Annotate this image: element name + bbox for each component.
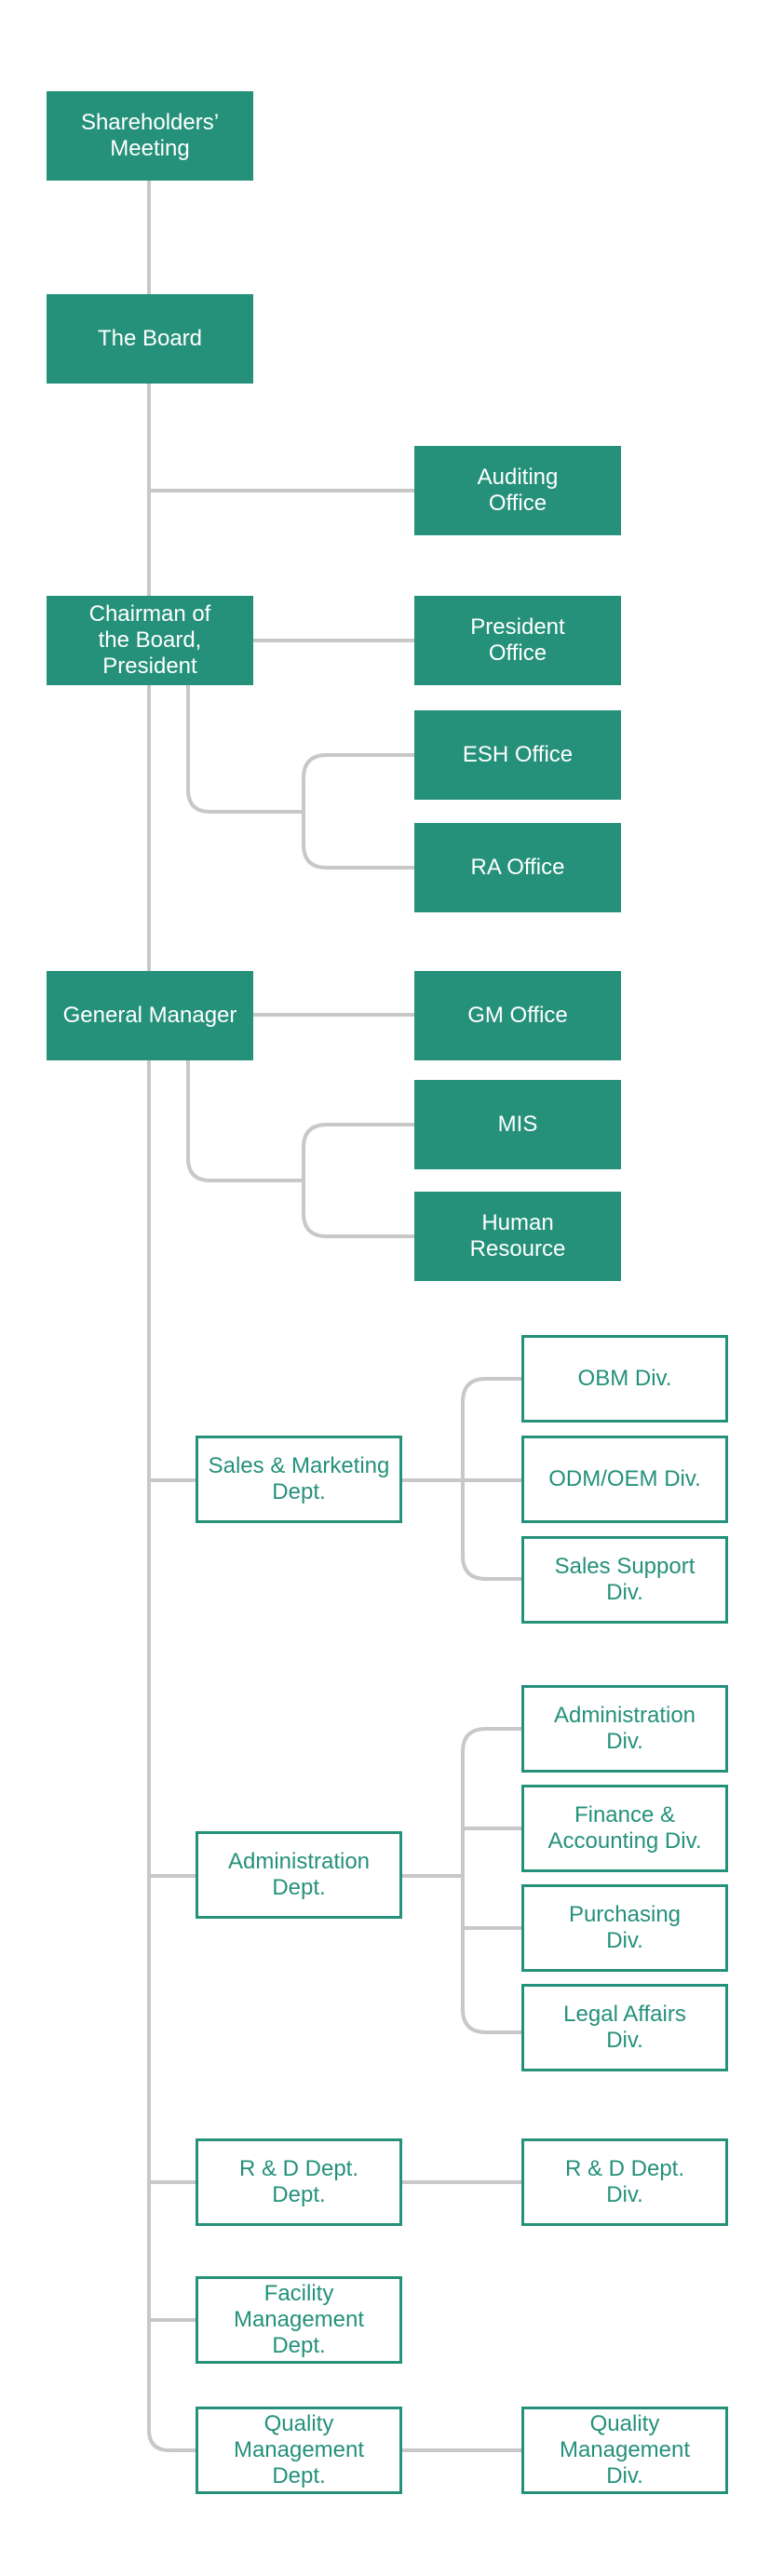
administration-dept-box: Administration Dept. [196, 1831, 402, 1919]
mis-hr-bracket [302, 1123, 416, 1238]
main-spine-line [147, 180, 197, 2452]
gm-sub-connector [186, 1058, 305, 1182]
esh-office-box: ESH Office [414, 710, 621, 800]
sales-support-div-box: Sales Support Div. [521, 1536, 728, 1624]
mis-box: MIS [414, 1080, 621, 1169]
finance-accounting-div-box: Finance & Accounting Div. [521, 1785, 728, 1872]
sales-marketing-dept-box: Sales & Marketing Dept. [196, 1436, 402, 1523]
purchasing-div-box: Purchasing Div. [521, 1884, 728, 1972]
obm-div-box: OBM Div. [521, 1335, 728, 1423]
odm-oem-div-box: ODM/OEM Div. [521, 1436, 728, 1523]
chairman-box: Chairman of the Board, President [47, 596, 253, 685]
president-office-box: President Office [414, 596, 621, 685]
auditing-office-box: Auditing Office [414, 446, 621, 535]
general-manager-box: General Manager [47, 971, 253, 1060]
chairman-sub-connector [186, 682, 305, 814]
quality-management-div-box: Quality Management Div. [521, 2407, 728, 2494]
admin-bracket [461, 1727, 523, 2034]
esh-ra-bracket [302, 753, 416, 870]
ra-office-box: RA Office [414, 823, 621, 912]
human-resource-box: Human Resource [414, 1192, 621, 1281]
administration-div-box: Administration Div. [521, 1685, 728, 1773]
board-box: The Board [47, 294, 253, 384]
legal-affairs-div-box: Legal Affairs Div. [521, 1984, 728, 2071]
gm-office-box: GM Office [414, 971, 621, 1060]
facility-management-dept-box: Facility Management Dept. [196, 2276, 402, 2364]
rd-div-box: R & D Dept. Div. [521, 2138, 728, 2226]
sales-bracket [461, 1377, 523, 1581]
shareholders-meeting-box: Shareholders’ Meeting [47, 91, 253, 181]
quality-management-dept-box: Quality Management Dept. [196, 2407, 402, 2494]
rd-dept-box: R & D Dept. Dept. [196, 2138, 402, 2226]
